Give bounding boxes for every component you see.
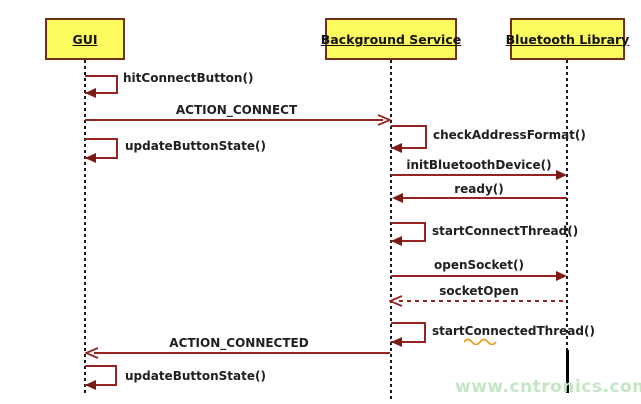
arrowhead-icon: [556, 170, 567, 180]
self-message-arrow-updateButtonState-1: [85, 138, 118, 163]
arrowhead-icon: [391, 337, 402, 347]
message-label-openSocket: openSocket(): [433, 258, 525, 272]
self-message-arrow-updateButtonState-2: [85, 365, 117, 390]
message-label-action-connected: ACTION_CONNECTED: [169, 336, 309, 350]
message-line-openSocket: [391, 275, 557, 277]
actor-box-bluetooth-library: Bluetooth Library: [506, 18, 629, 60]
open-arrowhead-left-icon: [85, 347, 99, 359]
actor-label-gui: GUI: [72, 31, 98, 47]
message-line-action-connected: [94, 352, 390, 354]
actor-box-background-service: Background Service: [321, 18, 461, 60]
message-label-updateButtonState-2: updateButtonState(): [125, 369, 266, 383]
actor-label-background-service: Background Service: [320, 31, 462, 47]
message-label-updateButtonState-1: updateButtonState(): [125, 139, 266, 153]
message-label-checkAddressFormat: checkAddressFormat(): [433, 128, 586, 142]
lifeline-gui: [84, 60, 86, 394]
message-label-initBluetoothDevice: initBluetoothDevice(): [406, 158, 552, 172]
message-label-action-connect: ACTION_CONNECT: [175, 103, 298, 117]
arrowhead-icon: [85, 153, 96, 163]
message-label-socketOpen: socketOpen: [439, 284, 519, 298]
self-message-arrow-startConnectedThread: [391, 322, 426, 347]
arrowhead-icon: [556, 271, 567, 281]
self-message-arrow-hitConnectButton: [85, 75, 118, 98]
arrowhead-icon: [391, 143, 402, 153]
spellcheck-squiggle-icon: [463, 330, 500, 349]
arrowhead-icon: [391, 236, 402, 246]
arrowhead-icon: [85, 88, 96, 98]
message-label-hitConnectButton: hitConnectButton(): [123, 71, 254, 85]
actor-box-gui: GUI: [45, 18, 125, 60]
lifeline-bluetooth-library: [566, 60, 568, 350]
watermark-text: www.cntronics.com: [455, 377, 641, 397]
message-line-initBluetoothDevice: [391, 174, 557, 176]
arrowhead-icon: [85, 380, 96, 390]
message-line-socketOpen: [399, 300, 567, 302]
actor-label-bluetooth-library: Bluetooth Library: [505, 31, 630, 47]
message-label-startConnectedThread: startConnectedThread(): [432, 324, 595, 338]
open-arrowhead-right-icon: [377, 114, 391, 126]
open-arrowhead-left-icon: [389, 295, 403, 307]
message-label-ready: ready(): [454, 182, 504, 196]
arrowhead-icon: [392, 193, 403, 203]
self-message-arrow-startConnectThread: [391, 222, 426, 246]
lifeline-background-service: [390, 60, 392, 400]
lifeline-bluetooth-library-solid-segment: [566, 350, 569, 393]
self-message-arrow-checkAddressFormat: [391, 125, 427, 153]
message-line-action-connect: [85, 119, 383, 121]
message-line-ready: [398, 197, 567, 199]
message-label-startConnectThread: startConnectThread(): [432, 224, 579, 238]
